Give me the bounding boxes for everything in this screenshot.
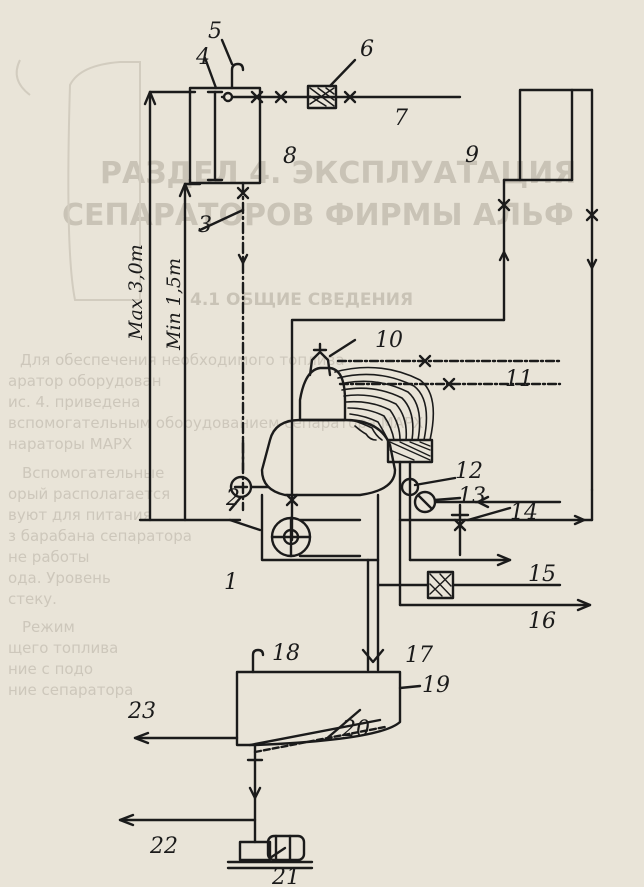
ghost-line: орый располагается [8,485,170,503]
label-19: 19 [422,673,450,698]
return-line-10 [290,318,506,542]
label-20: 20 [341,717,370,742]
label-21: 21 [271,865,300,887]
label-22: 22 [149,834,178,859]
label-1: 1 [224,570,238,595]
ghost-line: з барабана сепаратора [8,527,192,545]
ghost-line: ис. 4. приведена [8,393,140,411]
ghost-line: не работы [8,548,90,566]
pump-21 [226,834,314,870]
scheme-lines [118,38,599,870]
sludge-tank-19 [235,670,402,747]
ghost-line: вуют для питания [8,506,152,524]
ghost-heading-1: РАЗДЕЛ 4. ЭКСПЛУАТАЦИЯ [100,156,576,191]
separator-bowl [260,418,397,497]
ghost-line: ода. Уровень [8,569,111,587]
label-2: 2 [225,486,240,511]
ghost-section: 4.1 ОБЩИЕ СВЕДЕНИЯ [190,290,413,310]
label-12: 12 [455,459,483,484]
ghost-line: нараторы MAPX [8,435,132,453]
label-11: 11 [505,367,533,392]
ghost-heading-2: СЕПАРАТОРОВ ФИРМЫ АЛЬФ [62,198,574,233]
ghost-line: вспомогательным оборудованием сепаратора… [8,414,423,432]
label-10: 10 [375,328,403,353]
ghost-line: щего топлива [8,639,118,657]
vent-pipe-5 [230,62,245,90]
ghost-line: ние с подо [8,660,93,678]
label-17: 17 [405,643,433,668]
day-tank-8 [188,86,262,185]
ghost-line: ние сепаратора [8,681,133,699]
ghost-line: Вспомогательные [22,464,164,482]
outlet-pipe-bundle [334,366,435,441]
vent-18 [251,648,265,674]
label-18: 18 [272,641,300,666]
label-15: 15 [528,562,556,587]
label-16: 16 [528,609,556,634]
label-6: 6 [360,37,374,62]
label-13: 13 [458,484,486,509]
separator-1 [260,342,397,562]
label-3: 3 [198,213,212,238]
callout-labels: 5 4 6 7 8 9 3 10 11 12 13 14 2 1 15 16 1… [127,19,556,887]
filter-6 [306,84,338,110]
label-7: 7 [394,106,408,131]
label-23: 23 [127,699,156,724]
min-height-label: Min 1,5m [163,258,185,351]
ghost-line: аратор оборудован [8,372,162,390]
gauge-12 [400,477,420,497]
label-14: 14 [510,500,538,525]
max-height-label: Max 3,0m [125,244,147,341]
label-8: 8 [283,144,297,169]
label-4: 4 [195,45,210,70]
label-9: 9 [465,143,479,168]
ghost-line: Для обеспечения необходимого топлива [20,351,345,369]
ghost-line: стеку. [8,590,57,608]
bleed-through-text: РАЗДЕЛ 4. ЭКСПЛУАТАЦИЯ СЕПАРАТОРОВ ФИРМЫ… [8,59,576,699]
label-5: 5 [208,19,222,44]
ghost-line: Режим [22,618,75,636]
